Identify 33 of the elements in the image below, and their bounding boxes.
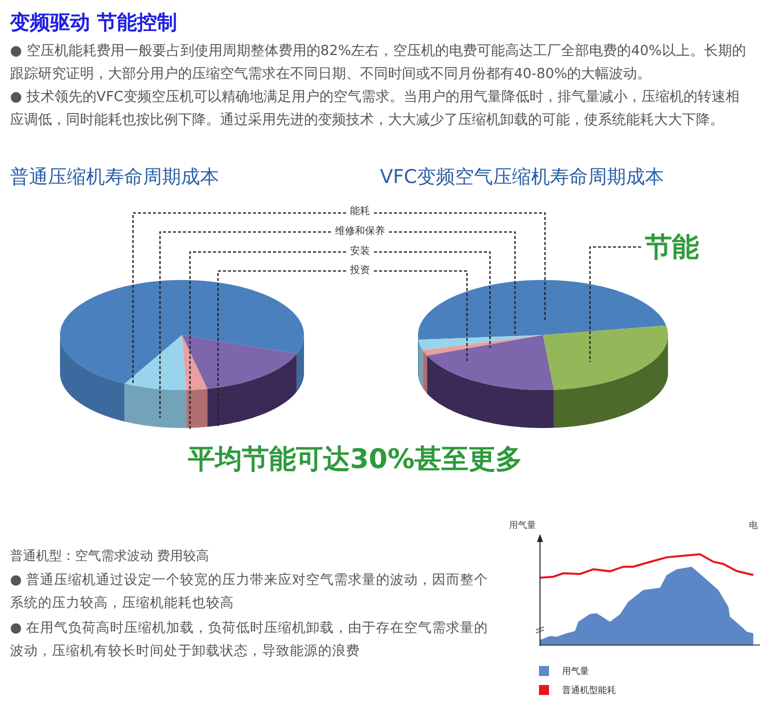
leader-label: 节能 <box>645 230 699 266</box>
slogan: 平均节能可达30%甚至更多 <box>188 444 523 476</box>
pie-slice <box>182 335 297 427</box>
leader-label: 维修和保养 <box>335 225 385 238</box>
axis-label: 用气量 <box>509 520 536 533</box>
leader-line <box>389 231 516 336</box>
paragraph: ● 技术领先的VFC变频空压机可以精确地满足用户的空气需求。当用户的用气量降低时，排气量减小，压缩机的转速相应调低，同时能耗也按比例下降。通过采用先进的变频技术，大大减少了压缩机卸载的可能，使系统能耗大大下降。 <box>10 88 740 130</box>
axis-label: 电 <box>749 520 758 533</box>
leader-label: 投资 <box>350 264 370 277</box>
legend-label: 用气量 <box>562 666 589 678</box>
pie-slice <box>543 325 668 428</box>
pie-slice <box>182 335 208 428</box>
chart-title: VFC变频空气压缩机寿命周期成本 <box>380 166 664 189</box>
subheading: 普通机型：空气需求波动 费用较高 <box>10 548 210 566</box>
leader-line <box>189 251 346 430</box>
paragraph: ● 空压机能耗费用一般要占到使用周期整体费用的82%左右，空压机的电费可能高达工厂全部电费的40%以上。长期的跟踪研究证明，大部分用户的压缩空气需求在不同日期、不同时间或不同月份都有40-80%的大幅波动。 <box>10 42 747 84</box>
pie-slice <box>124 335 186 428</box>
paragraph: ● 在用气负荷高时压缩机加载，负荷低时压缩机卸载，由于存在空气需求量的波动，压缩机有较长时间处于卸载状态，导致能源的浪费 <box>10 619 490 661</box>
leader-line <box>217 270 346 428</box>
pie-slice <box>427 335 554 428</box>
pie-slice <box>418 280 666 378</box>
pie-slice <box>60 280 304 422</box>
leader-label: 安装 <box>350 245 370 258</box>
chart-title: 普通压缩机寿命周期成本 <box>10 166 219 189</box>
title: 变频驱动 节能控制 <box>10 10 177 34</box>
leader-line <box>132 212 346 385</box>
leader-line <box>374 212 546 322</box>
legend-label: 普通机型能耗 <box>562 684 616 697</box>
leader-line <box>159 231 331 418</box>
paragraph: ● 普通压缩机通过设定一个较宽的压力带来应对空气需求量的波动，因而整个系统的压力较高，压缩机能耗也较高 <box>10 571 490 613</box>
leader-line <box>589 246 641 362</box>
leader-label: 能耗 <box>350 205 370 218</box>
leader-line <box>374 251 491 348</box>
